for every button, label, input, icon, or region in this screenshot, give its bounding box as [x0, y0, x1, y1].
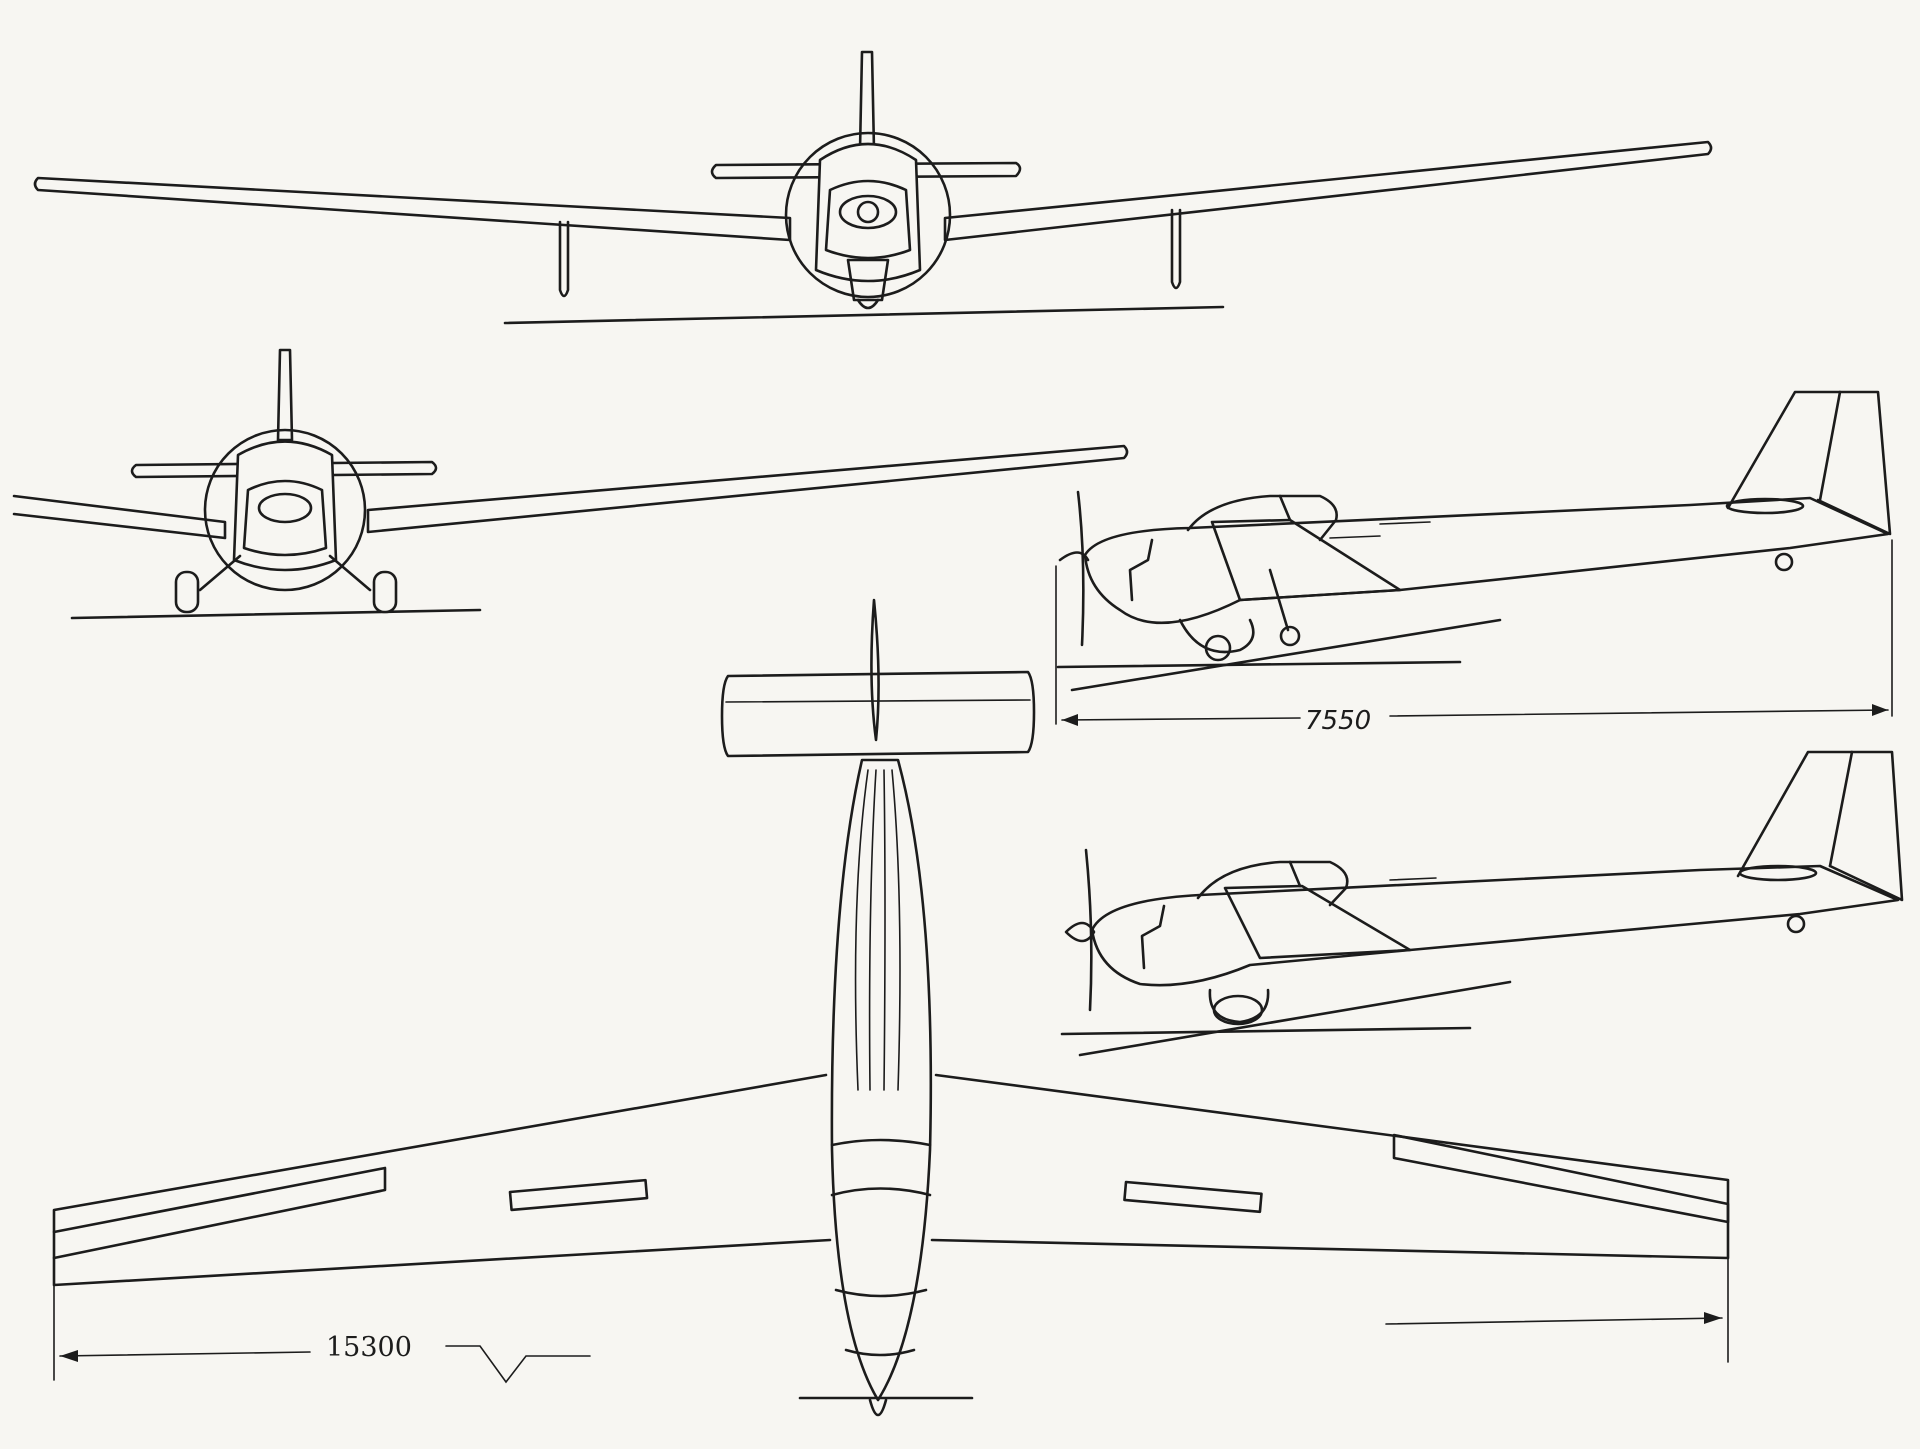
right-aileron [1392, 1133, 1730, 1224]
tailplane-plan [720, 670, 1036, 758]
tailplane [710, 161, 1022, 180]
vertical-fin [1726, 390, 1892, 536]
nose-wheel [1204, 634, 1232, 662]
left-aileron [52, 1166, 387, 1260]
propeller-blade [1084, 848, 1093, 1012]
length-dimension-label: 7550 [1305, 706, 1371, 736]
canopy-line [830, 1187, 932, 1197]
dimension-line-right [1385, 1317, 1723, 1325]
canopy [1186, 494, 1338, 542]
main-wheel [1279, 625, 1301, 647]
left-wing-plan [52, 1073, 832, 1287]
dimension-break-line [445, 1345, 591, 1384]
retracted-main-wheel [1208, 988, 1270, 1024]
rudder-hinge [1828, 750, 1854, 868]
spinner-hub [856, 200, 880, 224]
wing-root [1210, 518, 1402, 602]
wing-root [1223, 884, 1412, 960]
dimension-line-left [59, 1351, 311, 1357]
engine-cowling [242, 479, 328, 557]
front-view-top [33, 50, 1713, 325]
tail-wheel [1774, 552, 1794, 572]
propeller-disc [784, 131, 952, 299]
tail-wheel [1786, 914, 1806, 934]
dimension-line-right [1389, 709, 1889, 717]
right-main-wheel [372, 570, 398, 614]
stripe-line [1329, 535, 1381, 539]
left-wing [33, 176, 792, 242]
vertical-fin [858, 50, 876, 152]
nose-gear-fairing [846, 258, 890, 302]
fuselage-stringer [891, 769, 901, 1091]
right-wing [366, 444, 1129, 534]
rudder-hinge [1818, 390, 1842, 502]
fuselage-plan [830, 758, 933, 1402]
fuselage-stringer [883, 769, 886, 1091]
fuselage-side [1083, 496, 1890, 625]
right-wing-plan [930, 1073, 1730, 1260]
fuselage-side [1090, 864, 1900, 987]
nose-wheel [856, 298, 880, 310]
cowling-panel-line [1140, 904, 1166, 970]
fuselage-stringer [868, 769, 877, 1091]
fuselage-stringer [854, 769, 869, 1091]
left-airbrake [508, 1178, 649, 1212]
canopy-line [830, 1138, 932, 1147]
sloped-ground-line [1070, 618, 1502, 692]
spinner-front [257, 492, 313, 524]
canopy-frame [1288, 860, 1302, 888]
left-gear-leg [198, 554, 242, 592]
left-wing [12, 494, 227, 540]
dimension-arrow-left [1062, 714, 1078, 726]
left-wingtip-strut [558, 220, 570, 298]
spinner-front [838, 194, 898, 230]
ground-line [503, 305, 1225, 325]
cowling-panel-line [1128, 538, 1154, 602]
right-wing [943, 140, 1713, 242]
main-wheel [1212, 994, 1264, 1026]
tailplane [130, 460, 438, 479]
tailplane [1738, 864, 1818, 882]
side-view-gear-retracted [1060, 750, 1904, 1057]
dimension-arrow-left [60, 1350, 78, 1362]
plan-view: 15300 [52, 598, 1730, 1417]
dimension-arrow-right [1704, 1312, 1722, 1324]
ground-line [1060, 1026, 1472, 1036]
left-main-wheel [174, 570, 200, 614]
fuselage-front [814, 142, 922, 283]
dimension-line-left [1061, 717, 1301, 721]
span-dimension-label: 15300 [326, 1332, 412, 1363]
propeller-disc [203, 428, 367, 592]
sloped-ground-line [1078, 980, 1512, 1057]
right-wingtip-strut [1170, 208, 1182, 290]
front-view-gear-down [12, 348, 1129, 620]
propeller-blade [1076, 490, 1085, 647]
tailplane [1725, 497, 1805, 515]
stripe-line [1389, 877, 1437, 881]
cowling-line [844, 1348, 916, 1357]
dimension-arrow-right [1872, 704, 1888, 716]
stripe-line [1379, 521, 1431, 525]
spinner-plan [868, 1398, 888, 1417]
spinner [1064, 921, 1096, 943]
canopy-frame [1278, 494, 1292, 522]
right-gear-leg [328, 554, 372, 592]
fin-plan [870, 598, 880, 742]
side-view-gear-down: 7550 [1055, 390, 1893, 736]
canopy-line [834, 1288, 928, 1298]
engine-cowling [824, 179, 912, 260]
main-gear-leg [1268, 568, 1290, 632]
ground-line [1056, 660, 1462, 669]
ground-line [70, 608, 482, 620]
nose-wheel-fairing [1178, 618, 1255, 654]
vertical-fin [1736, 750, 1904, 902]
vertical-fin [276, 348, 294, 442]
right-airbrake [1123, 1180, 1263, 1214]
canopy [1196, 860, 1349, 907]
